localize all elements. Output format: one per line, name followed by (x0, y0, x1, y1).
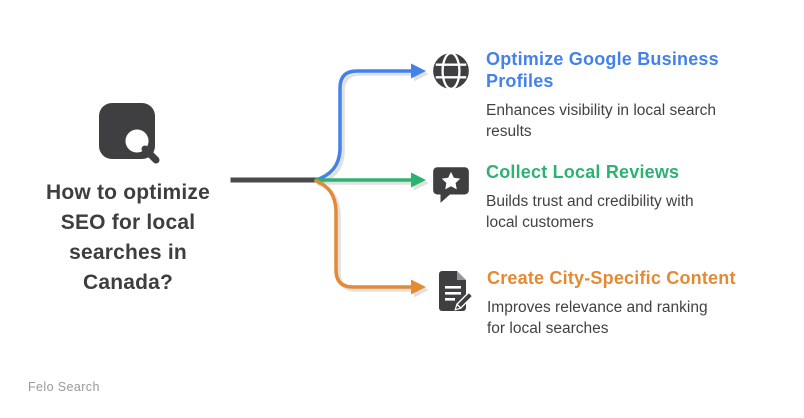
center-question-line: SEO for local (60, 211, 196, 234)
seo-magnifier-icon (99, 103, 160, 164)
branch-create-city-specific-content[interactable]: Create City-Specific Content Improves re… (433, 267, 739, 339)
branch-description: Improves relevance and ranking for local… (487, 299, 708, 337)
arrowhead-bottom (411, 279, 426, 295)
center-question-line: Canada? (82, 271, 174, 294)
watermark[interactable]: Felo Search (28, 380, 100, 394)
branch-title: Create City-Specific Content (487, 268, 736, 288)
center-question: How to optimize SEO for local searches i… (18, 178, 238, 298)
document-pencil-icon (439, 271, 473, 311)
branch-connector-top (314, 69, 415, 182)
branch-description: Enhances visibility in local search resu… (486, 102, 717, 140)
branch-optimize-google-business[interactable]: Optimize Google Business Profiles Enhanc… (430, 48, 738, 142)
arrowhead-middle (411, 172, 426, 188)
arrowhead-top (411, 63, 426, 79)
branch-collect-local-reviews[interactable]: Collect Local Reviews Builds trust and c… (430, 161, 738, 233)
center-node[interactable]: How to optimize SEO for local searches i… (18, 96, 238, 298)
globe-icon (433, 51, 469, 91)
center-question-line: searches in (69, 241, 187, 264)
branch-title: Optimize Google Business Profiles (486, 49, 719, 91)
review-bubble-icon (433, 167, 469, 203)
branch-title: Collect Local Reviews (486, 162, 680, 182)
center-question-line: How to optimize (46, 181, 210, 204)
branch-description: Builds trust and credibility with local … (486, 193, 694, 231)
branch-connector-bottom (314, 179, 415, 289)
